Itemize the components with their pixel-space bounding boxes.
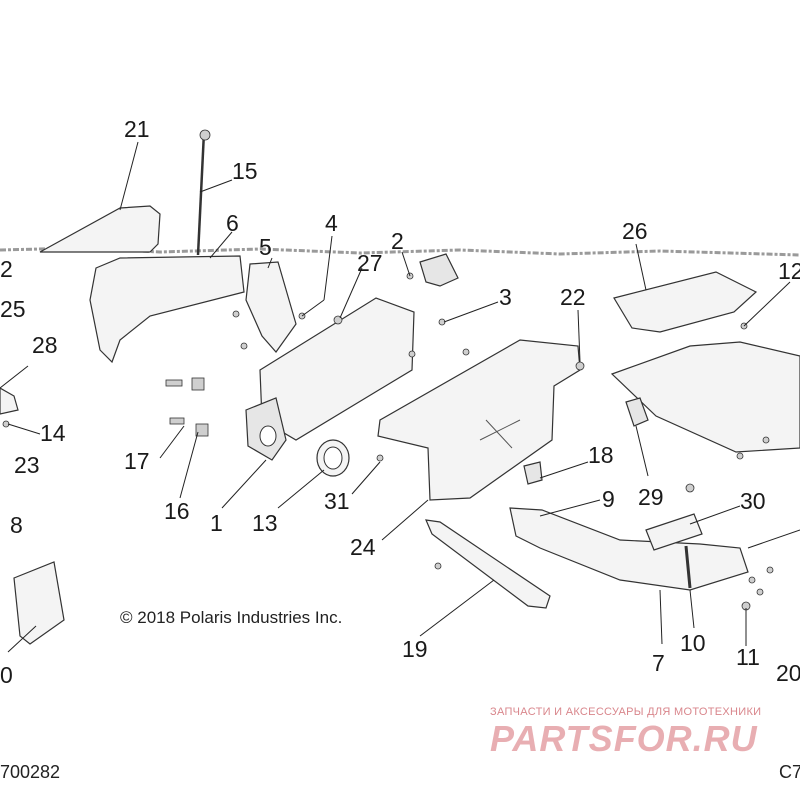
callout-5: 5 [259, 234, 272, 260]
callout-2-left: 2 [0, 256, 13, 282]
part-21-heat-shield [39, 205, 161, 253]
callout-11: 11 [736, 644, 760, 670]
part-24-heat-shield [377, 339, 581, 501]
part-10-band [684, 545, 692, 589]
callout-12: 12 [778, 258, 800, 284]
callout-7: 7 [652, 650, 665, 676]
callout-1: 1 [210, 510, 223, 536]
callout-15: 15 [232, 158, 258, 184]
part-30-gasket [645, 513, 703, 551]
part-12-shield [610, 341, 800, 453]
callout-31: 31 [324, 488, 350, 514]
part-5-bracket [245, 261, 297, 353]
callout-4: 4 [325, 210, 338, 236]
callout-28: 28 [32, 332, 58, 358]
callout-18: 18 [588, 442, 614, 468]
callout-0: 0 [0, 662, 13, 688]
callout-26: 26 [622, 218, 648, 244]
part-24-detail [479, 419, 521, 449]
part-19-plate [425, 519, 551, 609]
hardware [2, 272, 774, 611]
part-6-heat-shield [89, 255, 245, 364]
part-20-plate [13, 561, 65, 645]
callout-16: 16 [164, 498, 190, 524]
callout-8: 8 [10, 512, 23, 538]
watermark-logo: PARTSFOR.RU [490, 718, 758, 759]
callout-25: 25 [0, 296, 26, 322]
copyright-text: © 2018 Polaris Industries Inc. [120, 608, 343, 627]
callout-19: 19 [402, 636, 428, 662]
part-26-shield [613, 271, 758, 333]
part-15-sensor-tip [199, 129, 211, 141]
part-18-bracket [523, 461, 543, 485]
callout-13: 13 [252, 510, 278, 536]
callout-29: 29 [638, 484, 664, 510]
callout-21: 21 [124, 116, 150, 142]
part-29-block [625, 397, 649, 427]
callout-9: 9 [602, 486, 615, 512]
part-28-panel [0, 387, 19, 415]
part-7-header-pipe [509, 507, 749, 591]
callout-27: 27 [357, 250, 383, 276]
callout-30: 30 [740, 488, 766, 514]
callout-10: 10 [680, 630, 706, 656]
callout-3: 3 [499, 284, 512, 310]
leader-lines [0, 141, 800, 653]
callout-17: 17 [124, 448, 150, 474]
document-id-right: C7 [779, 762, 800, 782]
callout-6: 6 [226, 210, 239, 236]
callout-22: 22 [560, 284, 586, 310]
part-15-sensor [196, 131, 206, 256]
callout-23: 23 [14, 452, 40, 478]
part-13-clamp-inner [323, 446, 343, 470]
part-2-sleeve [419, 253, 459, 287]
part-1-outlet-hole [259, 425, 277, 447]
document-id-left: 700282 [0, 762, 61, 782]
callout-24: 24 [350, 534, 376, 560]
callout-2: 2 [391, 228, 404, 254]
callout-14: 14 [40, 420, 66, 446]
watermark-subtitle: ЗАПЧАСТИ И АКСЕССУАРЫ ДЛЯ МОТОТЕХНИКИ [490, 706, 762, 718]
callout-20: 20 [776, 660, 800, 686]
